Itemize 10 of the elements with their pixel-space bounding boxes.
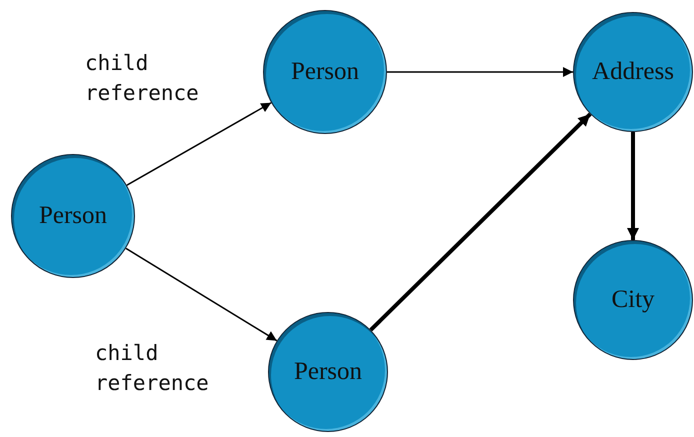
arrow <box>126 102 272 186</box>
node-label: Person <box>38 202 108 230</box>
arrow <box>126 248 278 342</box>
node-label: City <box>611 286 655 314</box>
arrow <box>369 112 592 332</box>
node-label: Address <box>592 58 674 86</box>
arrow <box>627 132 639 240</box>
node-label: Person <box>290 58 360 86</box>
node-label: Person <box>294 358 362 386</box>
arrow <box>387 67 573 77</box>
